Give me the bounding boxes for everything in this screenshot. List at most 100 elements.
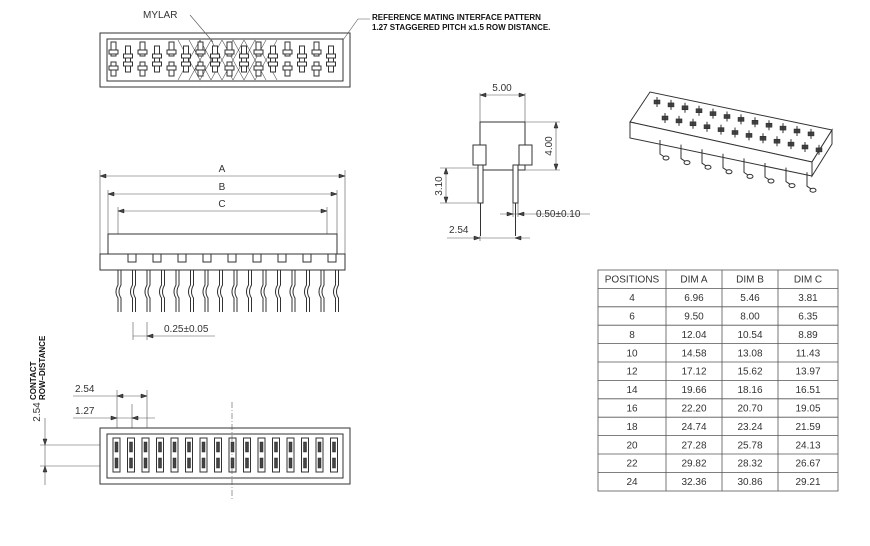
- top-pin: [313, 41, 320, 57]
- iso-lead-foot: [662, 155, 670, 161]
- top-pin-pad: [224, 65, 235, 71]
- front-lead: [321, 270, 325, 312]
- bottom-pin-slot: [243, 437, 251, 473]
- table-cell: 15.62: [737, 367, 762, 378]
- front-lead: [249, 270, 252, 312]
- bottom-pin: [201, 457, 206, 469]
- front-lead: [118, 270, 122, 312]
- top-pin-pad: [282, 49, 293, 55]
- mylar-label: MYLAR: [143, 10, 177, 21]
- contact-label-line-1: CONTACT: [29, 361, 38, 400]
- front-lead: [176, 270, 180, 312]
- top-pin-pad: [224, 49, 235, 55]
- top-pin-pad: [152, 53, 162, 59]
- side-view-body: [479, 121, 526, 171]
- front-lead: [289, 270, 293, 312]
- front-notch: [177, 253, 187, 263]
- top-pin: [197, 41, 204, 57]
- front-lead: [263, 270, 267, 312]
- bottom-pin: [259, 457, 264, 469]
- top-pin: [168, 41, 175, 57]
- top-pin-pad: [253, 65, 264, 71]
- contact-label-line-2: ROW–DISTANCE: [38, 335, 47, 400]
- top-pin-pad: [297, 53, 307, 59]
- front-lead: [147, 270, 151, 312]
- bottom-pin-slot: [127, 437, 135, 473]
- front-view-notches: [127, 253, 337, 263]
- front-lead: [318, 270, 322, 312]
- top-view-inner: [106, 38, 344, 82]
- note-line-2: 1.27 STAGGERED PITCH x1.5 ROW DISTANCE.: [372, 23, 550, 32]
- bottom-pin: [259, 441, 264, 453]
- front-notch: [152, 253, 162, 263]
- table-cell: 12: [626, 367, 638, 378]
- top-pin-pad: [123, 53, 133, 59]
- bottom-pin: [317, 457, 322, 469]
- bottom-pin-slot: [301, 437, 309, 473]
- table-cell: 20: [626, 440, 638, 451]
- bottom-view-body: [99, 427, 351, 485]
- bottom-pin-slot: [199, 437, 208, 473]
- bottom-pin-slot: [214, 437, 222, 473]
- table-cell: 14: [626, 385, 638, 396]
- table-header-cell: DIM C: [794, 275, 822, 286]
- front-lead: [191, 270, 194, 312]
- bottom-pin-slot: [112, 437, 121, 473]
- dim-254-bottom-label: 2.54: [75, 384, 95, 395]
- table-cell: 3.81: [798, 293, 818, 304]
- bottom-pin: [158, 441, 162, 453]
- front-lead: [144, 270, 148, 312]
- dim-c-label: C: [218, 199, 225, 210]
- side-view-left-tab: [472, 144, 487, 166]
- bottom-pin-slot: [257, 437, 266, 473]
- hatch-line: [188, 39, 212, 81]
- front-lead: [217, 270, 220, 312]
- top-pin-pad: [195, 49, 206, 55]
- table-cell: 22: [626, 459, 638, 470]
- top-pin-pad: [326, 61, 336, 67]
- front-lead: [220, 270, 223, 312]
- top-pin-pad: [210, 53, 220, 59]
- bottom-pin: [303, 457, 307, 469]
- bottom-pin: [143, 457, 148, 469]
- top-pin-pad: [311, 65, 322, 71]
- top-pin-pad: [239, 61, 249, 67]
- dim-025-label: 0.25±0.05: [164, 324, 209, 335]
- front-lead: [231, 270, 235, 312]
- table-cell: 29.82: [681, 459, 706, 470]
- iso-leads: [659, 140, 817, 193]
- front-lead: [260, 270, 264, 312]
- dim-127-bottom-label: 1.27: [75, 406, 95, 417]
- top-pin-pad: [268, 61, 278, 67]
- front-lead: [246, 270, 249, 312]
- table-cell: 16: [626, 404, 638, 415]
- top-pin-pad: [253, 49, 264, 55]
- front-notch: [227, 253, 237, 263]
- table-cell: 16.51: [795, 385, 820, 396]
- bottom-pin: [216, 441, 220, 453]
- note-line-1: REFERENCE MATING INTERFACE PATTERN: [372, 13, 541, 22]
- front-lead: [292, 270, 296, 312]
- dim-254-side-label: 2.54: [449, 225, 469, 236]
- bottom-pin: [158, 457, 162, 469]
- front-view-leads: [115, 270, 339, 312]
- bottom-pin: [245, 441, 249, 453]
- bottom-pin: [201, 441, 206, 453]
- front-lead: [275, 270, 278, 312]
- iso-lead-foot: [788, 183, 796, 189]
- table-cell: 6.35: [798, 312, 818, 323]
- front-notch: [252, 253, 262, 263]
- table-cell: 29.21: [795, 477, 820, 488]
- front-notch: [202, 253, 212, 263]
- bottom-pin: [332, 457, 336, 469]
- table-cell: 19.05: [795, 404, 820, 415]
- table-cell: 24.74: [681, 422, 706, 433]
- dim-254-vertical-label: 2.54: [32, 402, 43, 422]
- bottom-pin-slot: [272, 437, 280, 473]
- table-cell: 19.66: [681, 385, 706, 396]
- top-pin-pad: [326, 53, 336, 59]
- table-cell: 9.50: [684, 312, 704, 323]
- top-pin-pad: [181, 61, 191, 67]
- table-cell: 13.08: [737, 348, 762, 359]
- bottom-pin: [274, 441, 278, 453]
